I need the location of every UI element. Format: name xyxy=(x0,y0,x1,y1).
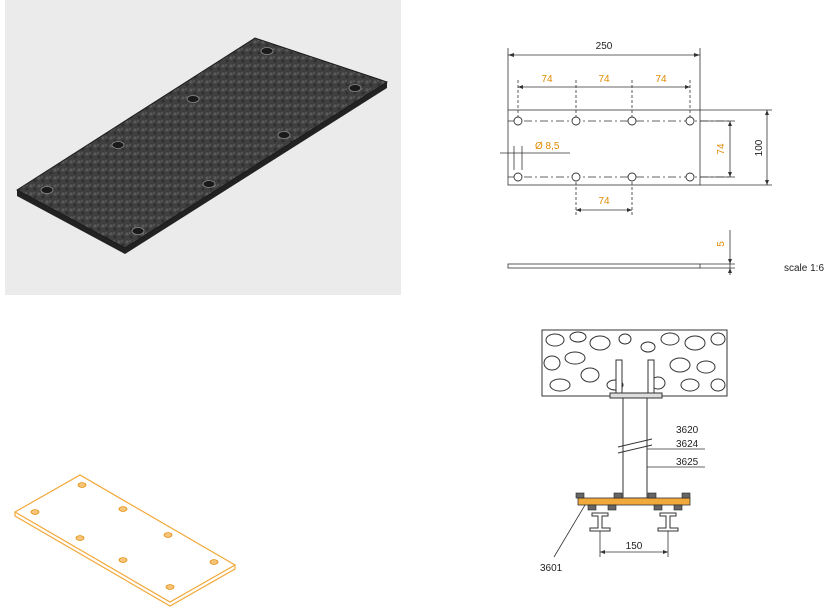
scale-label: scale 1:6 xyxy=(784,263,824,274)
drawing-hole xyxy=(571,116,581,126)
technical-drawing: 250 74 74 74 Ø 8,5 74 100 74 5 scale 1:6 xyxy=(500,30,831,290)
iso-hole xyxy=(30,509,40,515)
top-plate xyxy=(609,392,663,399)
photo-hole xyxy=(131,227,145,235)
drawing-hole xyxy=(627,116,637,126)
gravel-pattern xyxy=(543,331,726,392)
dim-overall-length: 250 xyxy=(596,41,613,52)
dim-spacing-2: 74 xyxy=(598,74,610,85)
drawing-hole xyxy=(685,172,695,182)
dim-spacing-150: 150 xyxy=(626,541,643,552)
photo-hole xyxy=(260,47,274,55)
dim-bottom-spacing: 74 xyxy=(598,196,610,207)
iso-hole xyxy=(118,506,128,512)
iso-hole xyxy=(209,559,219,565)
base-plate-3601 xyxy=(577,497,691,506)
dim-spacing-1: 74 xyxy=(541,74,553,85)
dim-overall-width: 100 xyxy=(754,139,765,156)
photo-hole xyxy=(186,95,200,103)
iso-holes xyxy=(30,482,219,590)
iso-hole xyxy=(77,482,87,488)
drawing-hole xyxy=(571,172,581,182)
photo-hole xyxy=(277,131,291,139)
ref-3624: 3624 xyxy=(676,439,699,450)
steel-plate-photo xyxy=(16,37,389,254)
dim-hole-diameter: Ø 8,5 xyxy=(535,141,560,152)
drawing-holes xyxy=(513,116,695,182)
photo-hole xyxy=(348,84,362,92)
installation-section-drawing: 3620 3624 3625 3601 150 xyxy=(530,325,770,585)
product-photo xyxy=(5,0,401,295)
dim-row-spacing: 74 xyxy=(716,143,727,155)
iso-hole xyxy=(163,532,173,538)
dim-thickness: 5 xyxy=(716,241,727,247)
drawing-hole xyxy=(685,116,695,126)
drawing-hole xyxy=(513,172,523,182)
iso-plate-outline xyxy=(13,474,237,603)
photo-holes xyxy=(40,47,362,235)
iso-hole xyxy=(75,535,85,541)
ref-3625: 3625 xyxy=(676,457,699,468)
ref-3620: 3620 xyxy=(676,425,699,436)
photo-hole xyxy=(202,180,216,188)
plate-outline xyxy=(507,109,701,186)
support-pipe xyxy=(622,397,648,499)
plate-side-view xyxy=(507,263,701,269)
iso-hole xyxy=(165,584,175,590)
iso-hole xyxy=(118,557,128,563)
photo-hole xyxy=(40,186,54,194)
drawing-hole xyxy=(513,116,523,126)
plate-top-face xyxy=(16,37,389,249)
drawing-hole xyxy=(627,172,637,182)
isometric-plate-drawing xyxy=(10,465,250,607)
ref-3601: 3601 xyxy=(540,563,563,574)
dim-spacing-3: 74 xyxy=(655,74,667,85)
rails xyxy=(589,512,679,532)
photo-hole xyxy=(111,141,125,149)
